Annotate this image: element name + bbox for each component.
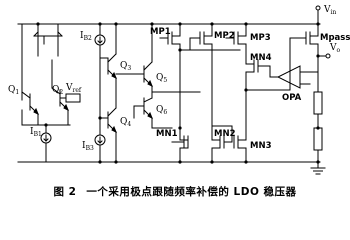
figure-caption-number: 图 2 bbox=[53, 186, 77, 198]
mpass-label: Mpass bbox=[320, 33, 350, 43]
ib3-label-sub: B3 bbox=[86, 145, 94, 152]
mp3-label: MP3 bbox=[250, 33, 271, 43]
mn4-transistor bbox=[245, 59, 271, 73]
mpass-transistor bbox=[289, 23, 319, 45]
q4-label-sub: 4 bbox=[127, 121, 131, 128]
svg-text:Q1: Q1 bbox=[8, 85, 19, 96]
svg-text:Q2: Q2 bbox=[52, 85, 63, 96]
q3-label-sub: 3 bbox=[127, 65, 131, 72]
svg-text:Q5: Q5 bbox=[156, 73, 167, 84]
figure-caption-text: 一个采用极点跟随频率补偿的 LDO 稳压器 bbox=[86, 186, 297, 198]
ib3-label: I bbox=[82, 141, 86, 151]
q4-transistor bbox=[107, 107, 117, 134]
vref-label-sub: ref bbox=[73, 87, 82, 94]
svg-text:IB1: IB1 bbox=[30, 127, 42, 138]
mn3-label: MN3 bbox=[250, 141, 272, 151]
vo-terminal bbox=[325, 53, 331, 59]
mn2-transistor bbox=[211, 125, 233, 149]
q6-label-sub: 6 bbox=[163, 109, 167, 116]
svg-text:Q6: Q6 bbox=[156, 105, 167, 116]
svg-text:Q3: Q3 bbox=[120, 61, 131, 72]
svg-text:Vo: Vo bbox=[329, 43, 341, 54]
svg-text:Vin: Vin bbox=[323, 5, 336, 16]
ib1-source bbox=[40, 124, 52, 163]
ib3-source bbox=[94, 117, 106, 163]
svg-text:Vref: Vref bbox=[65, 83, 82, 94]
mn1-transistor bbox=[171, 127, 189, 149]
opa-amplifier bbox=[269, 65, 319, 89]
mn3-transistor bbox=[233, 89, 247, 149]
ib2-label-sub: B2 bbox=[84, 35, 92, 42]
vin-label-sub: in bbox=[331, 9, 337, 16]
q6-transistor bbox=[143, 97, 153, 120]
mp1-label: MP1 bbox=[150, 27, 171, 37]
ib1-label: I bbox=[30, 127, 34, 137]
resistor-top bbox=[313, 91, 323, 115]
q4-label: Q bbox=[120, 117, 127, 127]
q3-transistor bbox=[99, 53, 117, 80]
figure-caption: 图 2 一个采用极点跟随频率补偿的 LDO 稳压器 bbox=[0, 184, 350, 199]
mp3-transistor bbox=[225, 23, 247, 45]
vo-label: V bbox=[329, 43, 337, 53]
q5-transistor bbox=[143, 61, 153, 88]
q1-label-sub: 1 bbox=[15, 89, 19, 96]
mp2-transistor bbox=[189, 23, 213, 45]
vin-label: V bbox=[323, 5, 331, 15]
mn4-label: MN4 bbox=[250, 53, 272, 63]
q1-transistor bbox=[21, 91, 39, 116]
current-mirror-top-left bbox=[33, 31, 63, 45]
opa-label: OPA bbox=[282, 93, 302, 103]
resistor-bottom bbox=[313, 127, 323, 151]
mn2-label: MN2 bbox=[214, 129, 236, 139]
ib1-label-sub: B1 bbox=[34, 131, 42, 138]
ldo-circuit-diagram: Vin Vo Vref Q1 Q2 Q3 Q4 Q5 Q6 IB1 IB2 IB… bbox=[8, 5, 350, 175]
q6-label: Q bbox=[156, 105, 163, 115]
q2-label: Q bbox=[52, 85, 59, 95]
q2-label-sub: 2 bbox=[59, 89, 63, 96]
ib2-source bbox=[94, 23, 106, 59]
svg-text:IB2: IB2 bbox=[80, 31, 92, 42]
ground-symbol bbox=[310, 161, 326, 175]
svg-text:IB3: IB3 bbox=[82, 141, 94, 152]
mn1-label: MN1 bbox=[156, 129, 178, 139]
vin-terminal bbox=[315, 5, 321, 11]
q5-label: Q bbox=[156, 73, 163, 83]
mp2-label: MP2 bbox=[214, 31, 235, 41]
vref-label: V bbox=[65, 83, 73, 93]
junction-dots bbox=[36, 22, 320, 164]
q3-label: Q bbox=[120, 61, 127, 71]
q1-label: Q bbox=[8, 85, 15, 95]
vo-label-sub: o bbox=[337, 47, 341, 54]
vref-source bbox=[65, 93, 81, 103]
ib2-label: I bbox=[80, 31, 84, 41]
svg-text:Q4: Q4 bbox=[120, 117, 131, 128]
q5-label-sub: 5 bbox=[163, 77, 167, 84]
mp1-transistor bbox=[159, 23, 181, 45]
